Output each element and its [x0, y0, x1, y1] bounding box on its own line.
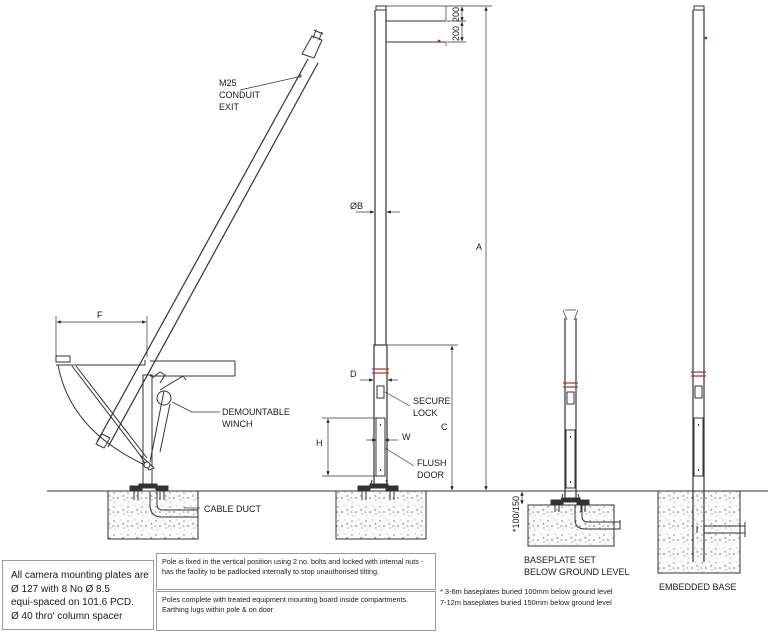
- dim-burial: *100/150: [511, 496, 521, 532]
- label-conduit-exit-2: CONDUIT: [219, 90, 260, 100]
- pole-fixing-note: Pole is fixed in the vertical position u…: [156, 553, 436, 590]
- flush-door: [375, 417, 386, 477]
- dim-200-bottom: 200: [451, 26, 461, 41]
- spec-line: All camera mounting plates are: [11, 570, 149, 581]
- spec-line: Ø 40 thro' column spacer: [11, 610, 123, 622]
- spec-line: equi-spaced on 101.6 PCD.: [11, 597, 134, 608]
- baseplate-view: [520, 309, 621, 547]
- counterweight-arc: [57, 364, 146, 466]
- label-conduit-exit-1: M25: [219, 78, 237, 88]
- dim-a: A: [476, 242, 482, 252]
- burial-line: 7-12m baseplates buried 150mm below grou…: [440, 598, 612, 607]
- label-secure-lock-2: LOCK: [413, 408, 438, 418]
- equipment-note: Poles complete with treated equipment mo…: [156, 591, 436, 631]
- dim-200-top: 200: [451, 7, 461, 22]
- dim-h: H: [316, 438, 323, 448]
- spec-line: Ø 127 with 8 No Ø 8.5: [11, 583, 110, 595]
- label-winch-2: WINCH: [222, 419, 253, 429]
- burial-line: * 3-6m baseplates buried 100mm below gro…: [440, 587, 613, 596]
- mounting-plate-specs: All camera mounting plates are Ø 127 wit…: [2, 560, 154, 630]
- dim-dia-b: ØB: [350, 201, 363, 211]
- dim-c: C: [441, 422, 448, 432]
- baseplate-burial-note: * 3-6m baseplates buried 100mm below gro…: [440, 586, 768, 608]
- tilted-pole: [96, 58, 319, 448]
- foundation-block-1: [107, 490, 199, 540]
- dim-f: F: [97, 310, 103, 320]
- label-baseplate-2: BELOW GROUND LEVEL: [524, 567, 630, 577]
- label-flush-door-2: DOOR: [417, 470, 445, 480]
- label-flush-door-1: FLUSH: [417, 458, 447, 468]
- label-baseplate-1: BASEPLATE SET: [524, 555, 596, 565]
- label-secure-lock-1: SECURE: [413, 396, 451, 406]
- tilted-pole-view: [55, 29, 324, 540]
- label-winch-1: DEMOUNTABLE: [222, 407, 290, 417]
- vertical-pole-view: [322, 5, 492, 540]
- dim-d: D: [350, 369, 357, 379]
- foundation-block-2: [335, 490, 427, 540]
- dim-w: W: [402, 432, 411, 442]
- label-conduit-exit-3: EXIT: [219, 102, 240, 112]
- label-embedded-base: EMBEDDED BASE: [659, 582, 737, 592]
- cable-duct: [149, 492, 198, 518]
- label-cable-duct: CABLE DUCT: [204, 504, 262, 514]
- embedded-base-view: [657, 5, 746, 574]
